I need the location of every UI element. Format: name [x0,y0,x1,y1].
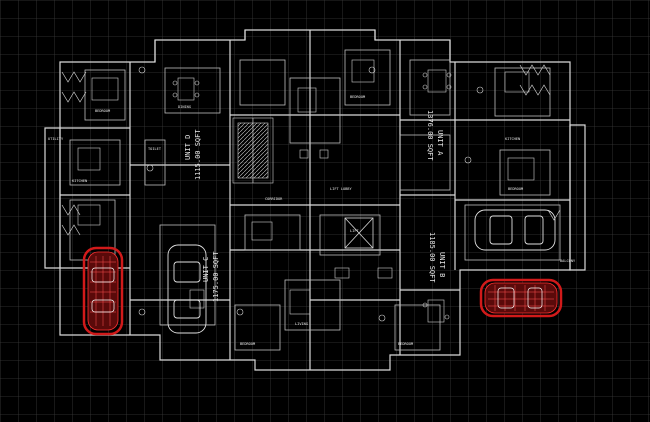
balcony-railings [61,64,561,236]
room-label: KITCHEN [505,137,520,141]
room-label: BEDROOM [508,187,524,191]
unit-b-label: UNIT B [438,252,446,277]
lift-core [344,217,374,249]
room-label: DINING [178,105,191,109]
room-label: BEDROOM [350,95,366,99]
unit-b-area: 1185.00 SQFT [428,232,436,283]
unit-d-area: 1115.00 SQFT [194,129,202,180]
room-label: UTILITY [48,137,64,141]
building-outline [44,29,586,371]
room-label: CORRIDOR [265,197,283,201]
room-labels: BEDROOM KITCHEN DINING BEDROOM KITCHEN B… [48,95,576,346]
room-label: BEDROOM [95,109,111,113]
red-car-left [82,246,124,336]
room-label: BALCONY [560,259,576,263]
unit-a-label: UNIT A [436,130,444,156]
unit-c-area: 1175.00 SQFT [212,251,220,302]
room-label: TOILET [148,147,162,151]
unit-c-label: UNIT C [202,257,210,282]
room-label: LIVING [295,322,308,326]
car-icon [167,209,556,334]
room-label: KITCHEN [72,179,87,183]
unit-d-label: UNIT D [184,135,192,160]
red-car-right [479,278,563,318]
room-label: BEDROOM [398,342,414,346]
unit-labels: UNIT A 1376.00 SQFT UNIT B 1185.00 SQFT … [184,110,446,302]
room-label: BEDROOM [240,342,256,346]
room-partitions [69,49,561,351]
unit-a-area: 1376.00 SQFT [426,110,434,161]
dining-table-icon [172,69,452,323]
fixtures [138,66,484,322]
stair-icon [232,117,274,184]
bed-icon [77,59,535,315]
room-label: LIFT LOBBY [330,187,352,191]
room-label: LIFT [350,229,359,233]
